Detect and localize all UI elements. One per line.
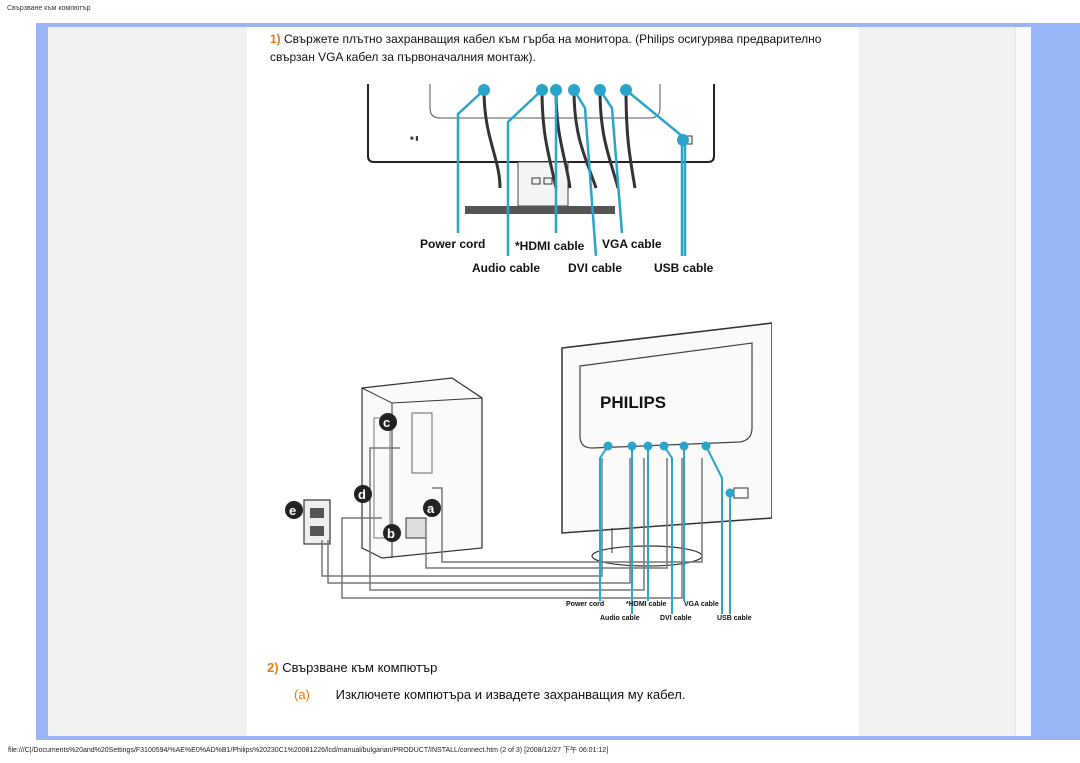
fig2-label-audio: Audio cable bbox=[600, 615, 640, 622]
step-2: 2) Свързване към компютър bbox=[267, 660, 437, 675]
brand-logo: PHILIPS bbox=[600, 393, 666, 412]
page-title: Свързване към компютър bbox=[7, 5, 91, 12]
monitor-rear bbox=[561, 322, 772, 534]
step-2-text: Свързване към компютър bbox=[282, 660, 438, 675]
step-a-text: Изключете компютъра и извадете захранващ… bbox=[335, 687, 686, 702]
marker-a: a bbox=[423, 499, 441, 517]
svg-text:d: d bbox=[358, 487, 366, 502]
fig1-label-vga: VGA cable bbox=[602, 237, 662, 251]
pc-connection-diagram: PHILIPS c d e bbox=[285, 322, 772, 622]
fig2-label-power: Power cord bbox=[566, 601, 604, 608]
step-2-number: 2) bbox=[267, 660, 279, 675]
fig1-label-audio: Audio cable bbox=[472, 261, 540, 275]
step-a: (a) Изключете компютъра и извадете захра… bbox=[294, 687, 685, 702]
right-margin-strip bbox=[1015, 27, 1031, 736]
fig2-label-usb: USB cable bbox=[717, 615, 752, 622]
svg-text:c: c bbox=[383, 415, 390, 430]
fig1-label-hdmi: *HDMI cable bbox=[515, 239, 585, 253]
footer-file-path: file:///C|/Documents%20and%20Settings/F3… bbox=[8, 747, 609, 754]
fig1-label-power: Power cord bbox=[420, 237, 485, 251]
fig1-label-dvi: DVI cable bbox=[568, 261, 622, 275]
marker-e: e bbox=[285, 501, 303, 519]
marker-d: d bbox=[354, 485, 372, 503]
fig2-label-dvi: DVI cable bbox=[660, 615, 692, 622]
step-1-text: Свържете плътно захранващия кабел към гъ… bbox=[270, 32, 822, 64]
svg-text:e: e bbox=[289, 503, 296, 518]
step-1-number: 1) bbox=[270, 32, 281, 46]
svg-text:b: b bbox=[387, 526, 395, 541]
monitor-connectors-diagram: ■ ▮ Power cord *HDMI cable VGA cable Aud… bbox=[367, 84, 715, 275]
marker-b: b bbox=[383, 524, 401, 542]
fig2-label-hdmi: *HDMI cable bbox=[626, 601, 667, 608]
fig1-label-usb: USB cable bbox=[654, 261, 714, 275]
step-a-letter: (a) bbox=[294, 687, 310, 702]
marker-c: c bbox=[379, 413, 397, 431]
svg-text:a: a bbox=[427, 501, 435, 516]
step-1: 1) Свържете плътно захранващия кабел към… bbox=[270, 30, 830, 66]
svg-text:■ ▮: ■ ▮ bbox=[410, 136, 419, 142]
fig2-label-vga: VGA cable bbox=[684, 601, 719, 608]
